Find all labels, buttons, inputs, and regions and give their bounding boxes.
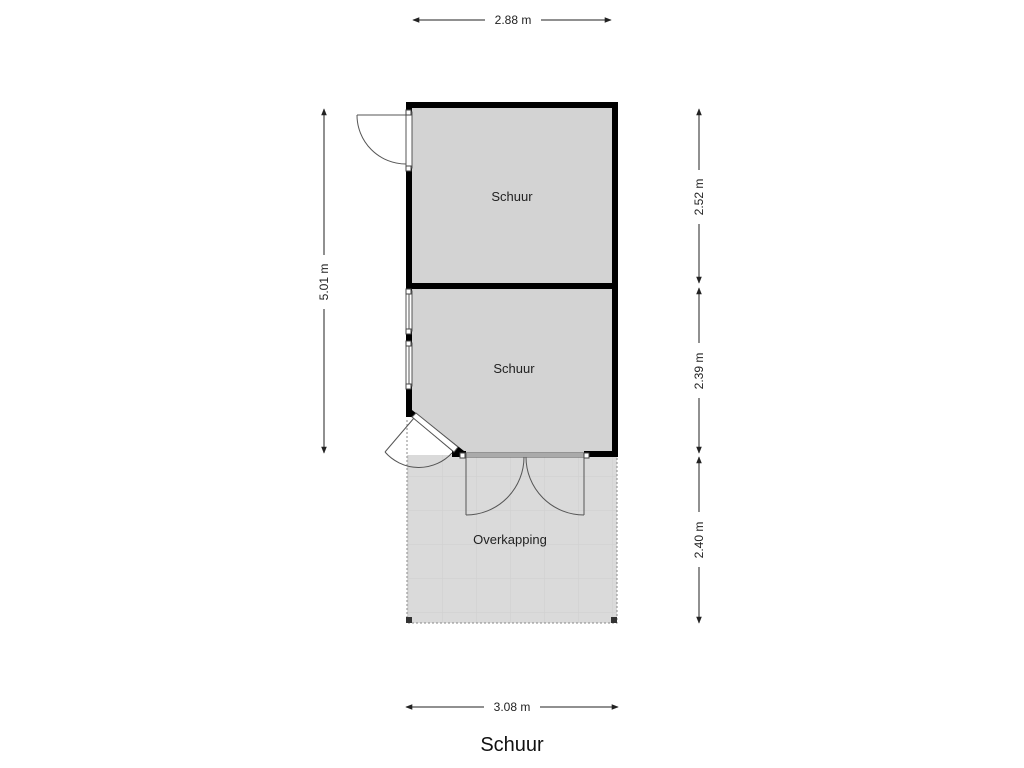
dimension-top-label: 2.88 m: [495, 13, 532, 27]
terrace-post: [611, 617, 617, 623]
dimension-left-label: 5.01 m: [317, 264, 331, 301]
room-label-upper: Schuur: [491, 189, 533, 204]
dimension-top: 2.88 m: [412, 13, 612, 27]
double-door: [465, 452, 585, 516]
side-door-upper: [356, 111, 413, 169]
room-lower-fill: [411, 289, 613, 455]
terrace-outline: [406, 420, 618, 624]
room-label-lower: Schuur: [493, 361, 535, 376]
plan-title: Schuur: [480, 734, 544, 756]
dimension-right-upper: 2.52 m: [692, 108, 706, 284]
dimension-bottom-label: 3.08 m: [494, 700, 531, 714]
corner-door: [384, 412, 459, 468]
dimension-right-lower: 2.40 m: [692, 456, 706, 624]
dimension-right-middle: 2.39 m: [692, 287, 706, 454]
dimension-right-upper-label: 2.52 m: [692, 179, 706, 216]
room-upper-fill: [411, 107, 613, 284]
dimension-bottom: 3.08 m: [405, 700, 619, 714]
dimension-right-lower-label: 2.40 m: [692, 522, 706, 559]
terrace-area: [407, 455, 617, 623]
terrace-post: [406, 617, 412, 623]
dimension-right-middle-label: 2.39 m: [692, 353, 706, 390]
room-label-terrace: Overkapping: [473, 532, 547, 547]
dimension-left: 5.01 m: [317, 108, 331, 454]
window: [405, 290, 413, 387]
frame-markers: [405, 109, 590, 459]
